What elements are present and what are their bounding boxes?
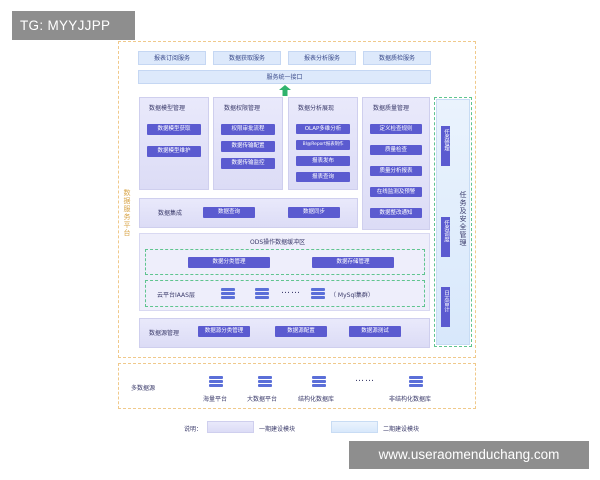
service-subscription: 报表订阅服务: [138, 51, 206, 65]
module-data-quality-title: 数据质量管理: [373, 105, 410, 112]
source-massive-platform: 海量平台: [203, 396, 228, 403]
btn-transfer-monitor: 数据传输监控: [221, 158, 275, 169]
module-data-model: [139, 97, 209, 190]
btn-report-query: 报表查询: [296, 172, 350, 182]
ods-storage-group: [145, 249, 425, 275]
iaas-ellipsis: ……: [281, 286, 301, 296]
task-security-title: 任务及安全管理: [459, 191, 467, 247]
datasource-mgmt-label: 数据源管理: [149, 330, 180, 337]
database-icon: [409, 376, 423, 388]
btn-datasource-config: 数据源配置: [275, 326, 327, 337]
iaas-label: 云平台IAAS层: [157, 292, 195, 299]
up-arrow-icon: [279, 85, 291, 96]
server-icon: [221, 288, 235, 300]
sources-ellipsis: ……: [355, 374, 375, 384]
data-sources-label: 多数据源: [131, 385, 156, 392]
mysql-cluster-note: （ MySql集群）: [330, 292, 374, 299]
btn-datasource-classify: 数据源分类管理: [198, 326, 250, 337]
watermark-top: TG: MYYJJPP: [12, 11, 135, 40]
log-audit-button: 日志审计: [441, 287, 450, 327]
database-icon: [312, 376, 326, 388]
module-data-permission-title: 数据权限管理: [224, 105, 261, 112]
data-service-platform-label: 数据服务平台: [123, 189, 131, 237]
module-data-quality: [362, 97, 430, 230]
task-security-frame: [434, 97, 472, 347]
btn-define-rules: 定义检查规则: [370, 124, 422, 134]
btn-transfer-config: 数据传输配置: [221, 141, 275, 152]
btn-datasource-test: 数据源测试: [349, 326, 401, 337]
service-quality-check: 数据质检服务: [363, 51, 431, 65]
btn-olap: OLAP多维分析: [296, 124, 350, 134]
btn-model-fetch: 数据模型获取: [147, 124, 201, 135]
btn-rectify-notice: 数据整改通知: [370, 208, 422, 218]
unified-interface: 服务统一接口: [138, 70, 431, 84]
server-icon: [311, 288, 325, 300]
platform-frame: [118, 41, 476, 358]
btn-online-monitor: 在线监测及预警: [370, 187, 422, 197]
database-icon: [209, 376, 223, 388]
btn-bi-report: BI@Report报表制作: [296, 140, 350, 150]
module-data-model-title: 数据模型管理: [149, 105, 186, 112]
btn-data-sync: 数据同步: [288, 207, 340, 218]
module-data-analysis-title: 数据分析展现: [298, 105, 335, 112]
data-integration-label: 数据集成: [158, 210, 183, 217]
legend-phase1-text: 一期建设模块: [259, 426, 296, 433]
legend-phase2-text: 二期建设模块: [383, 426, 420, 433]
source-big-data-platform: 大数据平台: [247, 396, 278, 403]
ods-title: ODS操作数据缓冲区: [250, 239, 306, 246]
legend-phase2-swatch: [331, 421, 378, 433]
source-structured-db: 结构化数据库: [298, 396, 335, 403]
task-schedule-button: 任务调度: [441, 217, 450, 257]
btn-permission-approval: 权限审批流程: [221, 124, 275, 135]
source-unstructured-db: 非结构化数据库: [389, 396, 432, 403]
btn-data-storage: 数据存储管理: [312, 257, 394, 268]
btn-quality-check: 质量检查: [370, 145, 422, 155]
ods-panel: [139, 233, 430, 311]
btn-model-maintain: 数据模型维护: [147, 146, 201, 157]
watermark-bottom: www.useraomenduchang.com: [349, 441, 589, 469]
server-icon: [255, 288, 269, 300]
legend-label: 说明：: [184, 426, 203, 433]
iaas-group: [145, 280, 425, 307]
task-mgmt-button: 任务管理: [441, 126, 450, 166]
btn-data-classify: 数据分类管理: [188, 257, 270, 268]
btn-data-query: 数据查询: [203, 207, 255, 218]
service-data-fetch: 数据获取服务: [213, 51, 281, 65]
btn-quality-report: 质量分析报表: [370, 166, 422, 176]
service-report-analysis: 报表分析服务: [288, 51, 356, 65]
btn-report-publish: 报表发布: [296, 156, 350, 166]
legend-phase1-swatch: [207, 421, 254, 433]
database-icon: [258, 376, 272, 388]
data-sources-frame: [118, 363, 476, 409]
